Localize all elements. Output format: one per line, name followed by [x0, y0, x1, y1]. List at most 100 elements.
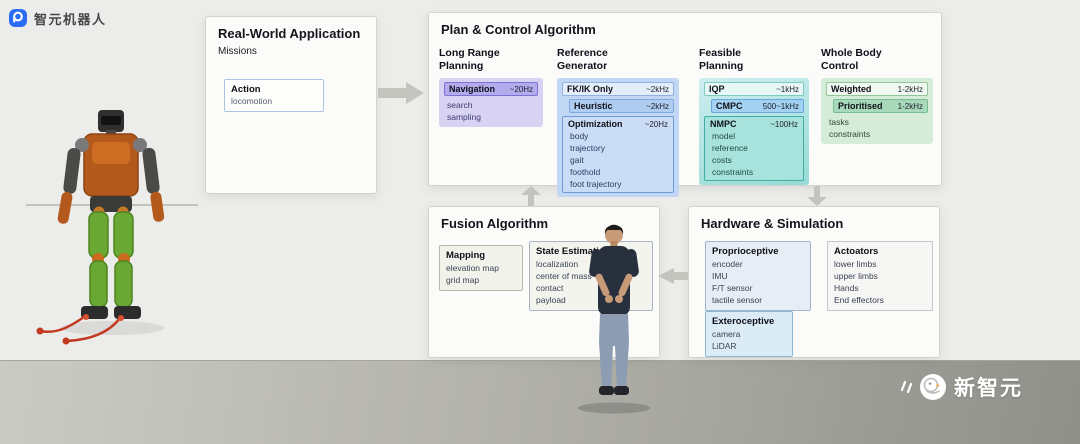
row-label: IQP	[709, 83, 725, 94]
list-item: body	[570, 130, 589, 141]
list-item: reference	[712, 142, 748, 153]
list-item: localization	[536, 259, 579, 269]
agibot-logo-icon	[9, 9, 27, 27]
list-item: costs	[712, 154, 732, 165]
long-range-panel: Navigation ~20Hz search sampling	[439, 77, 543, 127]
list-item: tactile sensor	[712, 295, 763, 306]
list-item: sampling	[447, 111, 482, 122]
list-item: model	[712, 130, 736, 141]
list-item: foothold	[570, 166, 601, 177]
brand-logo-text: 智元机器人	[34, 11, 107, 27]
action-title: Action	[231, 84, 261, 95]
heuristic-row: Heuristic ~2kHz	[569, 98, 674, 113]
watermark: 新智元	[900, 372, 1023, 402]
arrow-up-icon	[521, 186, 541, 206]
row-label: Navigation	[449, 83, 496, 94]
list-item: foot trajectory	[570, 178, 622, 189]
state-estimation-title: State Estimation	[536, 246, 611, 257]
row-rate: ~20Hz	[644, 119, 668, 129]
row-label: NMPC	[710, 118, 737, 129]
mapping-title: Mapping	[446, 250, 486, 261]
list-item: constraints	[712, 166, 754, 177]
optimization-row: Optimization ~20Hz	[567, 119, 669, 129]
brand-logo: 智元机器人	[8, 8, 107, 28]
real-world-title: Real-World Application	[218, 26, 361, 41]
row-rate: ~2kHz	[646, 101, 669, 111]
actuators-box: Actoators lower limbs upper limbs Hands …	[827, 241, 933, 312]
column-title: Whole Body Control	[821, 47, 882, 72]
iqp-row: IQP ~1kHz	[704, 81, 804, 96]
missions-label: Missions	[218, 46, 257, 57]
weighted-row: Weighted 1-2kHz	[826, 81, 928, 96]
row-rate: ~100Hz	[770, 119, 798, 129]
column-long-range-planning: Long Range Planning Navigation ~20Hz sea…	[439, 47, 543, 127]
actuators-title: Actoators	[834, 246, 879, 257]
row-label: Prioritised	[838, 100, 883, 111]
list-item: End effectors	[834, 295, 884, 306]
column-title: Feasible Planning	[699, 47, 744, 72]
feasible-panel: IQP ~1kHz CMPC 500~1kHz NMPC ~100Hz mode…	[699, 77, 809, 185]
row-rate: ~1kHz	[776, 84, 799, 94]
list-item: upper limbs	[834, 271, 878, 282]
prioritised-row: Prioritised 1-2kHz	[833, 98, 928, 113]
column-whole-body-control: Whole Body Control Weighted 1-2kHz Prior…	[821, 47, 933, 144]
plan-control-title: Plan & Control Algorithm	[441, 22, 596, 37]
real-world-application-box: Real-World Application Missions Action l…	[205, 16, 377, 194]
mapping-box: Mapping elevation map grid map	[439, 245, 523, 292]
list-item: gait	[570, 154, 584, 165]
navigation-row: Navigation ~20Hz	[444, 81, 538, 96]
row-rate: 1-2kHz	[897, 101, 923, 111]
action-box: Action locomotion	[224, 79, 324, 113]
row-rate: ~2kHz	[646, 84, 669, 94]
presenter-person	[578, 224, 650, 414]
row-label: CMPC	[716, 100, 743, 111]
plan-control-box: Plan & Control Algorithm Long Range Plan…	[428, 12, 942, 197]
list-item: contact	[536, 283, 564, 294]
list-item: trajectory	[570, 142, 605, 153]
hardware-title: Hardware & Simulation	[701, 216, 844, 231]
watermark-bird-icon	[920, 374, 946, 400]
fusion-title: Fusion Algorithm	[441, 216, 549, 231]
list-item: payload	[536, 295, 566, 306]
list-item: constraints	[829, 128, 871, 139]
proprioceptive-title: Proprioceptive	[712, 246, 779, 257]
list-item: search	[447, 99, 473, 110]
row-rate: 500~1kHz	[762, 101, 799, 111]
cmpc-row: CMPC 500~1kHz	[711, 98, 804, 113]
row-label: Optimization	[568, 118, 623, 129]
exteroceptive-box: Exteroceptive camera LiDAR	[705, 311, 793, 358]
nmpc-row: NMPC ~100Hz	[709, 119, 799, 129]
optimization-group: Optimization ~20Hz body trajectory gait …	[562, 115, 674, 193]
list-item: grid map	[446, 275, 480, 286]
list-item: LiDAR	[712, 341, 737, 352]
stage-floor	[0, 360, 1080, 444]
list-item: lower limbs	[834, 259, 877, 269]
list-item: center of mass	[536, 271, 592, 282]
row-rate: 1-2kHz	[897, 84, 923, 94]
action-item: locomotion	[231, 96, 273, 106]
arrow-down-icon	[807, 186, 827, 206]
list-item: F/T sensor	[712, 283, 753, 294]
arrow-right-icon	[378, 82, 424, 104]
column-reference-generator: Reference Generator FK/IK Only ~2kHz Heu…	[557, 47, 679, 197]
column-title: Reference Generator	[557, 47, 608, 72]
reference-panel: FK/IK Only ~2kHz Heuristic ~2kHz Optimiz…	[557, 77, 679, 197]
row-label: FK/IK Only	[567, 83, 614, 94]
exteroceptive-title: Exteroceptive	[712, 316, 775, 327]
row-rate: ~20Hz	[509, 84, 533, 94]
whole-body-panel: Weighted 1-2kHz Prioritised 1-2kHz tasks…	[821, 77, 933, 144]
list-item: encoder	[712, 259, 743, 269]
hardware-simulation-box: Hardware & Simulation Proprioceptive enc…	[688, 206, 940, 358]
nmpc-group: NMPC ~100Hz model reference costs constr…	[704, 115, 804, 181]
robot-simulation-image	[26, 110, 198, 345]
row-label: Weighted	[831, 83, 872, 94]
list-item: elevation map	[446, 263, 499, 273]
column-feasible-planning: Feasible Planning IQP ~1kHz CMPC 500~1kH…	[699, 47, 809, 185]
arrow-left-icon	[658, 268, 688, 284]
watermark-sparkle-icon	[900, 380, 912, 394]
proprioceptive-box: Proprioceptive encoder IMU F/T sensor ta…	[705, 241, 811, 312]
list-item: IMU	[712, 271, 728, 282]
fkik-row: FK/IK Only ~2kHz	[562, 81, 674, 96]
list-item: camera	[712, 329, 741, 339]
